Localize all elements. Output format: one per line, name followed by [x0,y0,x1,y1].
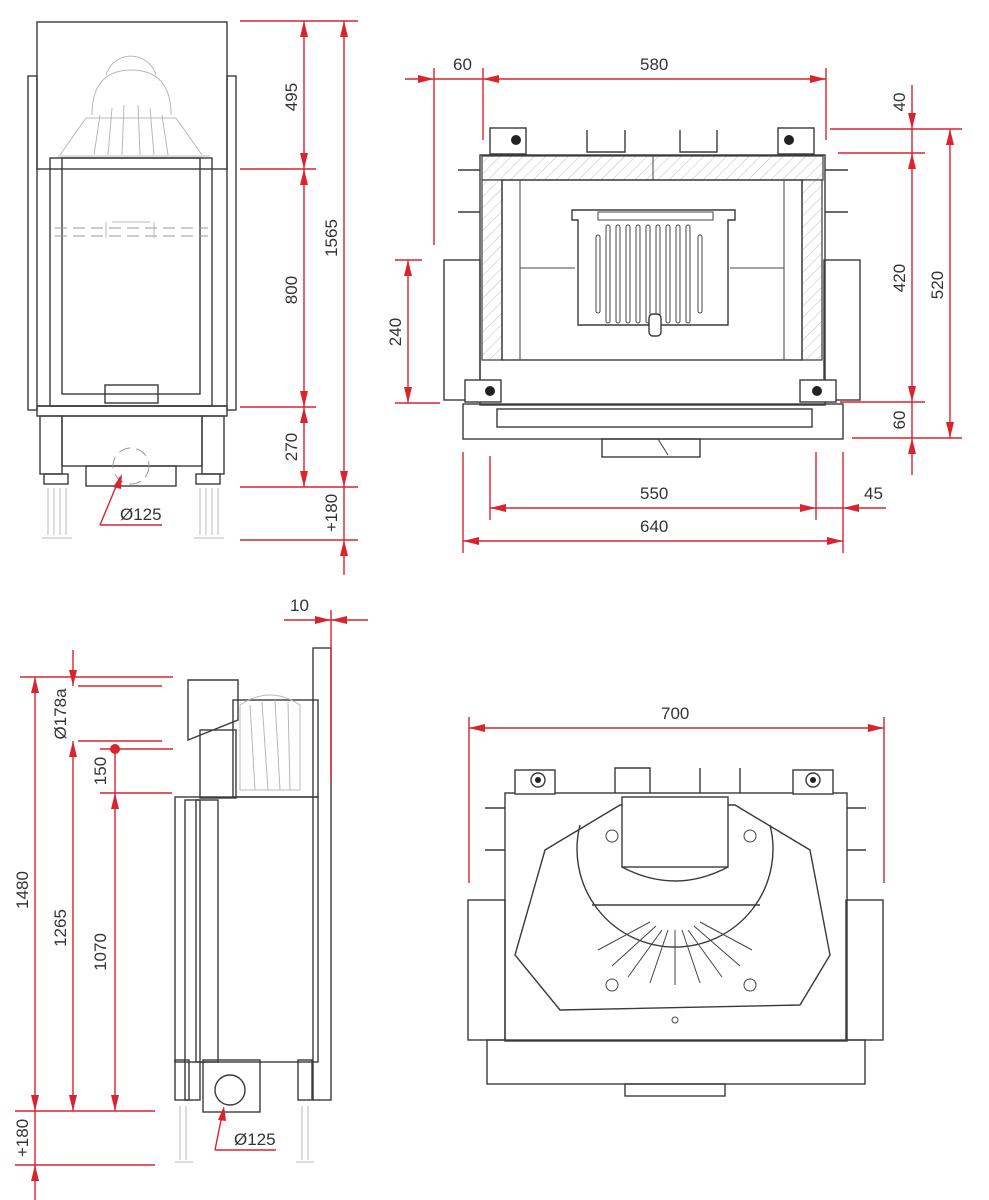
dim-top-depth-inner: 420 [890,264,909,292]
dim-bottom-width: 700 [661,704,689,723]
dim-front-total: 1565 [322,219,341,257]
reference-point-marker [110,744,120,754]
bottom-grate-ribs [597,921,753,985]
dim-side-glass-offset: 10 [290,596,309,615]
bottom-view-dimensions: 700 [468,704,885,883]
dim-side-door-height: 1070 [91,933,110,971]
dim-side-total: 1480 [13,871,32,909]
side-view-body [174,647,332,1163]
dim-front-top: 495 [282,83,301,111]
dim-side-outlet-height: 1265 [51,909,70,947]
front-leg-right [194,473,224,539]
side-view: 10 Ø178a 150 1480 1265 1070 [13,596,368,1200]
dim-side-legs: +180 [13,1119,32,1157]
front-view-dimensions: 495 800 270 1565 +180 Ø125 [99,20,358,575]
side-view-dimensions: 10 Ø178a 150 1480 1265 1070 [13,596,368,1200]
front-leg-left [42,473,72,539]
dim-front-legs: +180 [322,494,341,532]
dim-top-top-offset: 40 [890,93,909,112]
dim-top-left-offset: 60 [453,55,472,74]
front-arrows [300,21,348,556]
dim-top-left-height: 240 [386,318,405,346]
dim-top-bottom-offset: 60 [890,411,909,430]
front-view-body [27,21,237,539]
front-view: 495 800 270 1565 +180 Ø125 [27,20,358,575]
grate-tray [571,209,736,337]
dim-front-base: 270 [282,433,301,461]
dim-side-outlet: Ø178a [51,688,70,740]
bottom-view: 700 [467,704,885,1097]
bottom-corner-bolts [514,769,834,795]
dim-side-flue: Ø125 [234,1130,276,1149]
dim-top-depth-total: 520 [928,271,947,299]
dim-front-flue: Ø125 [120,505,162,524]
dim-top-bottom-inner: 550 [640,484,668,503]
dim-side-gap: 150 [91,757,110,785]
dim-top-width-inner: 580 [640,55,668,74]
dim-top-bottom-right: 45 [864,484,883,503]
dim-front-door: 800 [282,276,301,304]
top-view-body [443,127,861,458]
top-view: 60 580 40 420 520 60 240 [386,55,962,553]
top-view-dimensions: 60 580 40 420 520 60 240 [386,55,962,553]
top-corner-bolts [464,127,837,403]
dim-top-bottom-total: 640 [640,517,668,536]
bottom-view-body [467,767,884,1097]
